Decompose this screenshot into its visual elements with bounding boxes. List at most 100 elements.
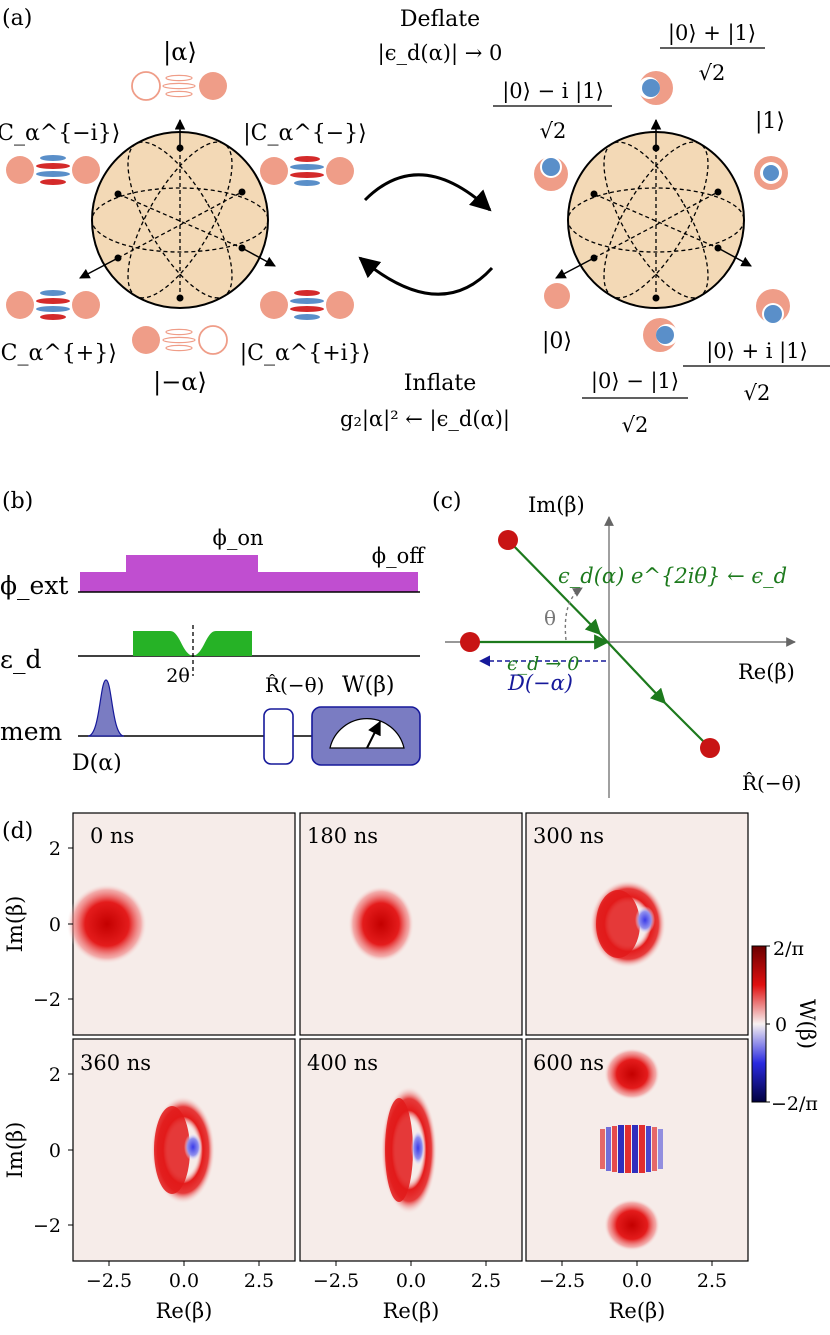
panel-c: Im(β) Re(β) θ ϵ_d(α) e^{2iθ} ← ϵ_d ϵ_d →… <box>445 493 801 798</box>
phi-on-label: ϕ_on <box>213 526 264 550</box>
svg-text:−2.5: −2.5 <box>313 1270 359 1292</box>
label-cat-plus: |C_α^{+}⟩ <box>0 341 117 366</box>
svg-text:2: 2 <box>49 838 61 860</box>
icon-alpha-state <box>131 71 227 101</box>
theta-arc <box>564 587 583 641</box>
panel-label-b: (b) <box>2 489 33 514</box>
svg-text:−2.5: −2.5 <box>539 1270 585 1292</box>
svg-text:0.0: 0.0 <box>169 1270 199 1292</box>
svg-text:|0⟩ + |1⟩: |0⟩ + |1⟩ <box>668 21 756 46</box>
theta-label: θ <box>544 606 556 630</box>
svg-text:0.0: 0.0 <box>622 1270 652 1292</box>
svg-text:0: 0 <box>49 1140 61 1162</box>
svg-text:−2.5: −2.5 <box>86 1270 132 1292</box>
im-axis-label: Im(β) <box>528 493 585 517</box>
rotation-label: R̂(−θ) <box>265 673 324 697</box>
cat-bloch-sphere <box>79 118 276 309</box>
panel-label-a: (a) <box>2 6 32 31</box>
interference-fringes <box>600 1125 663 1173</box>
label-cat-plus-i: |C_α^{+i}⟩ <box>240 341 371 366</box>
phi-off-label: ϕ_off <box>372 544 426 568</box>
icon-zero-minus-i-one <box>534 156 568 191</box>
drive-rotated-label: ϵ_d(α) e^{2iθ} ← ϵ_d <box>558 564 787 588</box>
wigner-panel-300ns: 300 ns <box>525 812 749 1036</box>
label-minus-alpha: |−α⟩ <box>153 368 207 397</box>
svg-text:2: 2 <box>49 1064 61 1086</box>
deflate-condition: |ϵ_d(α)| → 0 <box>378 41 503 66</box>
phi-ext-pulse <box>80 555 418 592</box>
displacement-pulse <box>87 679 125 737</box>
wigner-label: W(β) <box>342 673 395 698</box>
svg-text:|0⟩ + i |1⟩: |0⟩ + i |1⟩ <box>706 339 808 364</box>
label-one: |1⟩ <box>755 109 785 134</box>
y-axis-label-bottom: Im(β) <box>3 1122 27 1179</box>
label-zero-minus-i-one: |0⟩ − i |1⟩ √2 <box>493 79 612 143</box>
time-label: 0 ns <box>90 824 134 848</box>
colorbar-tick-max: 2/π <box>773 938 804 960</box>
colorbar-tick-min: −2/π <box>771 1093 818 1115</box>
wigner-panel-600ns: 600 ns <box>525 1038 749 1262</box>
label-zero-minus-one: |0⟩ − |1⟩ √2 <box>582 369 688 437</box>
wigner-panel-360ns: 360 ns <box>72 1038 296 1262</box>
time-label: 360 ns <box>80 1051 151 1075</box>
inflate-condition: g₂|α|² ← |ϵ_d(α)| <box>340 407 510 432</box>
rotation-gate <box>263 708 294 765</box>
icon-cat-plus <box>6 290 100 320</box>
drive-zero-label: ϵ_d → 0 <box>507 653 579 675</box>
svg-text:|0⟩ − |1⟩: |0⟩ − |1⟩ <box>591 369 679 394</box>
time-label: 300 ns <box>533 824 604 848</box>
x-axis-label-3: Re(β) <box>609 1299 666 1323</box>
x-ticks-col3: −2.5 0.0 2.5 <box>539 1261 727 1292</box>
icon-zero-minus-one <box>643 318 678 352</box>
svg-text:0.0: 0.0 <box>396 1270 426 1292</box>
icon-minus-alpha-state <box>132 325 228 355</box>
label-zero: |0⟩ <box>542 329 572 354</box>
panel-a: |α⟩ |−α⟩ |C_α^{−i}⟩ |C_α^{−}⟩ |C_α^{+}⟩ … <box>0 7 830 437</box>
svg-text:−2: −2 <box>33 989 61 1011</box>
deflated-point <box>460 632 480 652</box>
y-ticks-bottom: 2 0 −2 <box>33 1064 73 1237</box>
svg-text:√2: √2 <box>699 61 726 85</box>
end-point <box>700 738 720 758</box>
y-ticks-top: 2 0 −2 <box>33 838 73 1011</box>
y-axis-label-top: Im(β) <box>3 896 27 953</box>
phi-ext-label: ϕ_ext <box>0 571 68 600</box>
colorbar-label: W(β) <box>795 999 819 1049</box>
colorbar: 2/π 0 −2/π W(β) <box>751 938 819 1115</box>
eps-d-label: ε_d <box>0 645 41 674</box>
icon-zero-plus-i-one <box>756 289 790 325</box>
deflate-arrow <box>363 173 492 212</box>
label-cat-minus: |C_α^{−}⟩ <box>243 121 367 146</box>
svg-text:|0⟩ − i |1⟩: |0⟩ − i |1⟩ <box>502 79 604 104</box>
wigner-panel-400ns: 400 ns <box>299 1038 523 1262</box>
rotation-c-label: R̂(−θ) <box>742 771 801 795</box>
displacement-label: D(α) <box>72 751 122 776</box>
icon-cat-plus-i <box>260 290 354 320</box>
icon-cat-minus-i <box>6 155 100 185</box>
svg-text:2.5: 2.5 <box>244 1270 274 1292</box>
x-ticks-col1: −2.5 0.0 2.5 <box>86 1261 274 1292</box>
time-label: 600 ns <box>533 1051 604 1075</box>
start-point <box>498 530 518 550</box>
svg-text:0: 0 <box>49 914 61 936</box>
label-zero-plus-one: |0⟩ + |1⟩ √2 <box>660 21 765 85</box>
svg-text:2.5: 2.5 <box>697 1270 727 1292</box>
x-ticks-col2: −2.5 0.0 2.5 <box>313 1261 501 1292</box>
deflate-title: Deflate <box>400 7 480 32</box>
colorbar-tick-zero: 0 <box>775 1014 787 1036</box>
inflate-title: Inflate <box>404 371 477 396</box>
svg-text:√2: √2 <box>622 413 649 437</box>
label-zero-plus-i-one: |0⟩ + i |1⟩ √2 <box>683 339 830 405</box>
two-theta-label: 2θ <box>166 665 190 687</box>
drive-pulse-1 <box>133 631 193 656</box>
icon-zero-plus-one <box>638 71 673 105</box>
panel-label-c: (c) <box>432 489 462 514</box>
time-label: 400 ns <box>307 1051 378 1075</box>
svg-text:√2: √2 <box>744 381 771 405</box>
wigner-measurement-meter <box>311 706 421 766</box>
icon-one <box>754 156 788 190</box>
re-axis-label: Re(β) <box>738 660 795 684</box>
panel-d: 0 ns 180 ns 300 ns 360 ns 400 ns <box>3 812 819 1323</box>
drive-pulse-2 <box>193 631 252 656</box>
wigner-panel-0ns: 0 ns <box>67 812 296 1036</box>
